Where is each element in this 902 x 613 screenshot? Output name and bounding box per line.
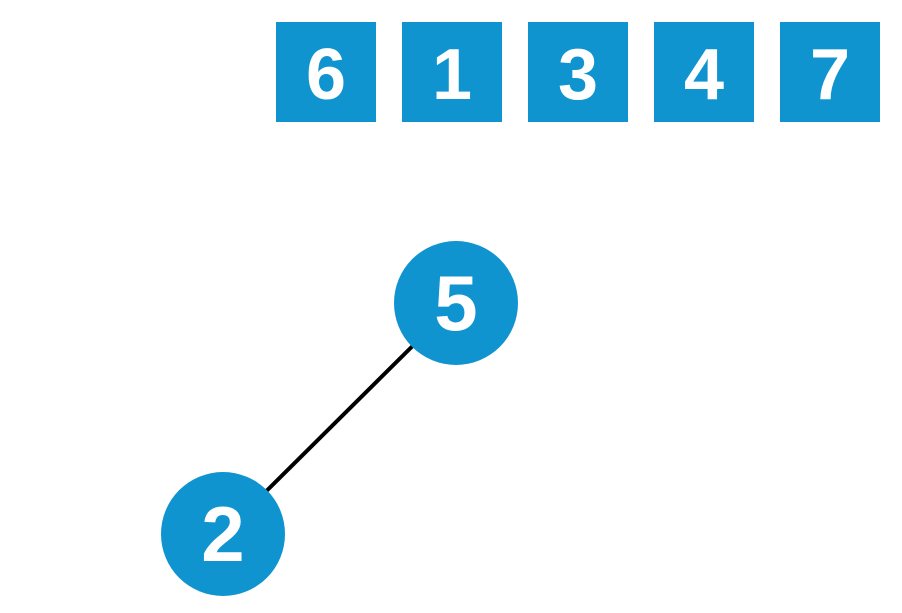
queue-item: 4 [654, 22, 754, 122]
queue-item: 3 [528, 22, 628, 122]
queue-item: 1 [402, 22, 502, 122]
queue-item: 7 [780, 22, 880, 122]
tree-node: 5 [394, 241, 518, 365]
queue-item: 6 [276, 22, 376, 122]
tree-node: 2 [161, 472, 285, 596]
